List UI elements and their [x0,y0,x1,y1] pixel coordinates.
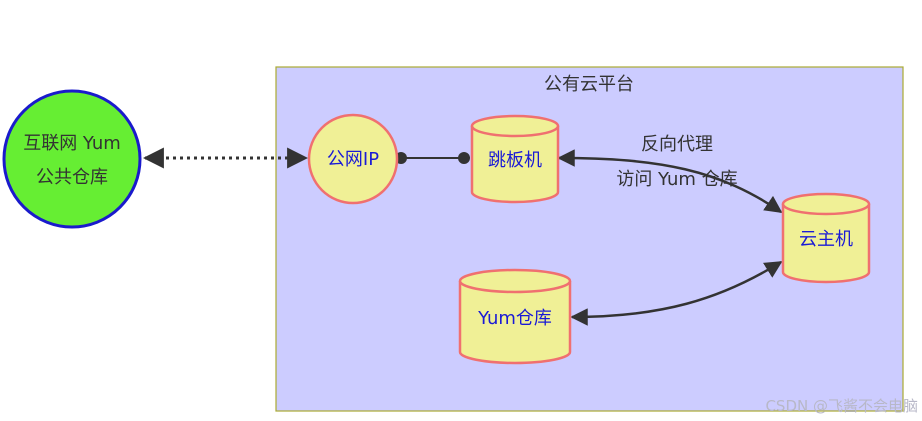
edge-yum-repo-to-cloud-host [570,260,783,326]
edge-dot-jump-host [458,152,470,164]
watermark-text: CSDN @飞酱不会电脑 [765,397,918,415]
proxy-edge-label-line1: 反向代理 [641,134,713,155]
proxy-edge-label: 反向代理 访问 Yum 仓库 [616,134,737,190]
platform-title: 公有云平台 [544,74,634,95]
yum-repo-node: Yum仓库 [458,268,572,365]
public-ip-node: 公网IP [307,113,399,205]
jump-host-node: 跳板机 [470,114,560,204]
cloud-host-label: 云主机 [799,229,853,250]
edge-jump-host-to-cloud-host [557,149,783,214]
internet-yum-label-line1: 互联网 Yum [23,133,121,154]
proxy-edge-label-line2: 访问 Yum 仓库 [616,169,737,190]
edges [142,147,783,326]
public-ip-label: 公网IP [327,149,379,170]
internet-yum-label-line2: 公共仓库 [36,167,108,188]
jump-host-label: 跳板机 [488,150,542,171]
cloud-host-node: 云主机 [781,192,871,284]
yum-repo-label: Yum仓库 [477,308,552,329]
internet-yum-node: 互联网 Yum 公共仓库 [2,89,142,229]
